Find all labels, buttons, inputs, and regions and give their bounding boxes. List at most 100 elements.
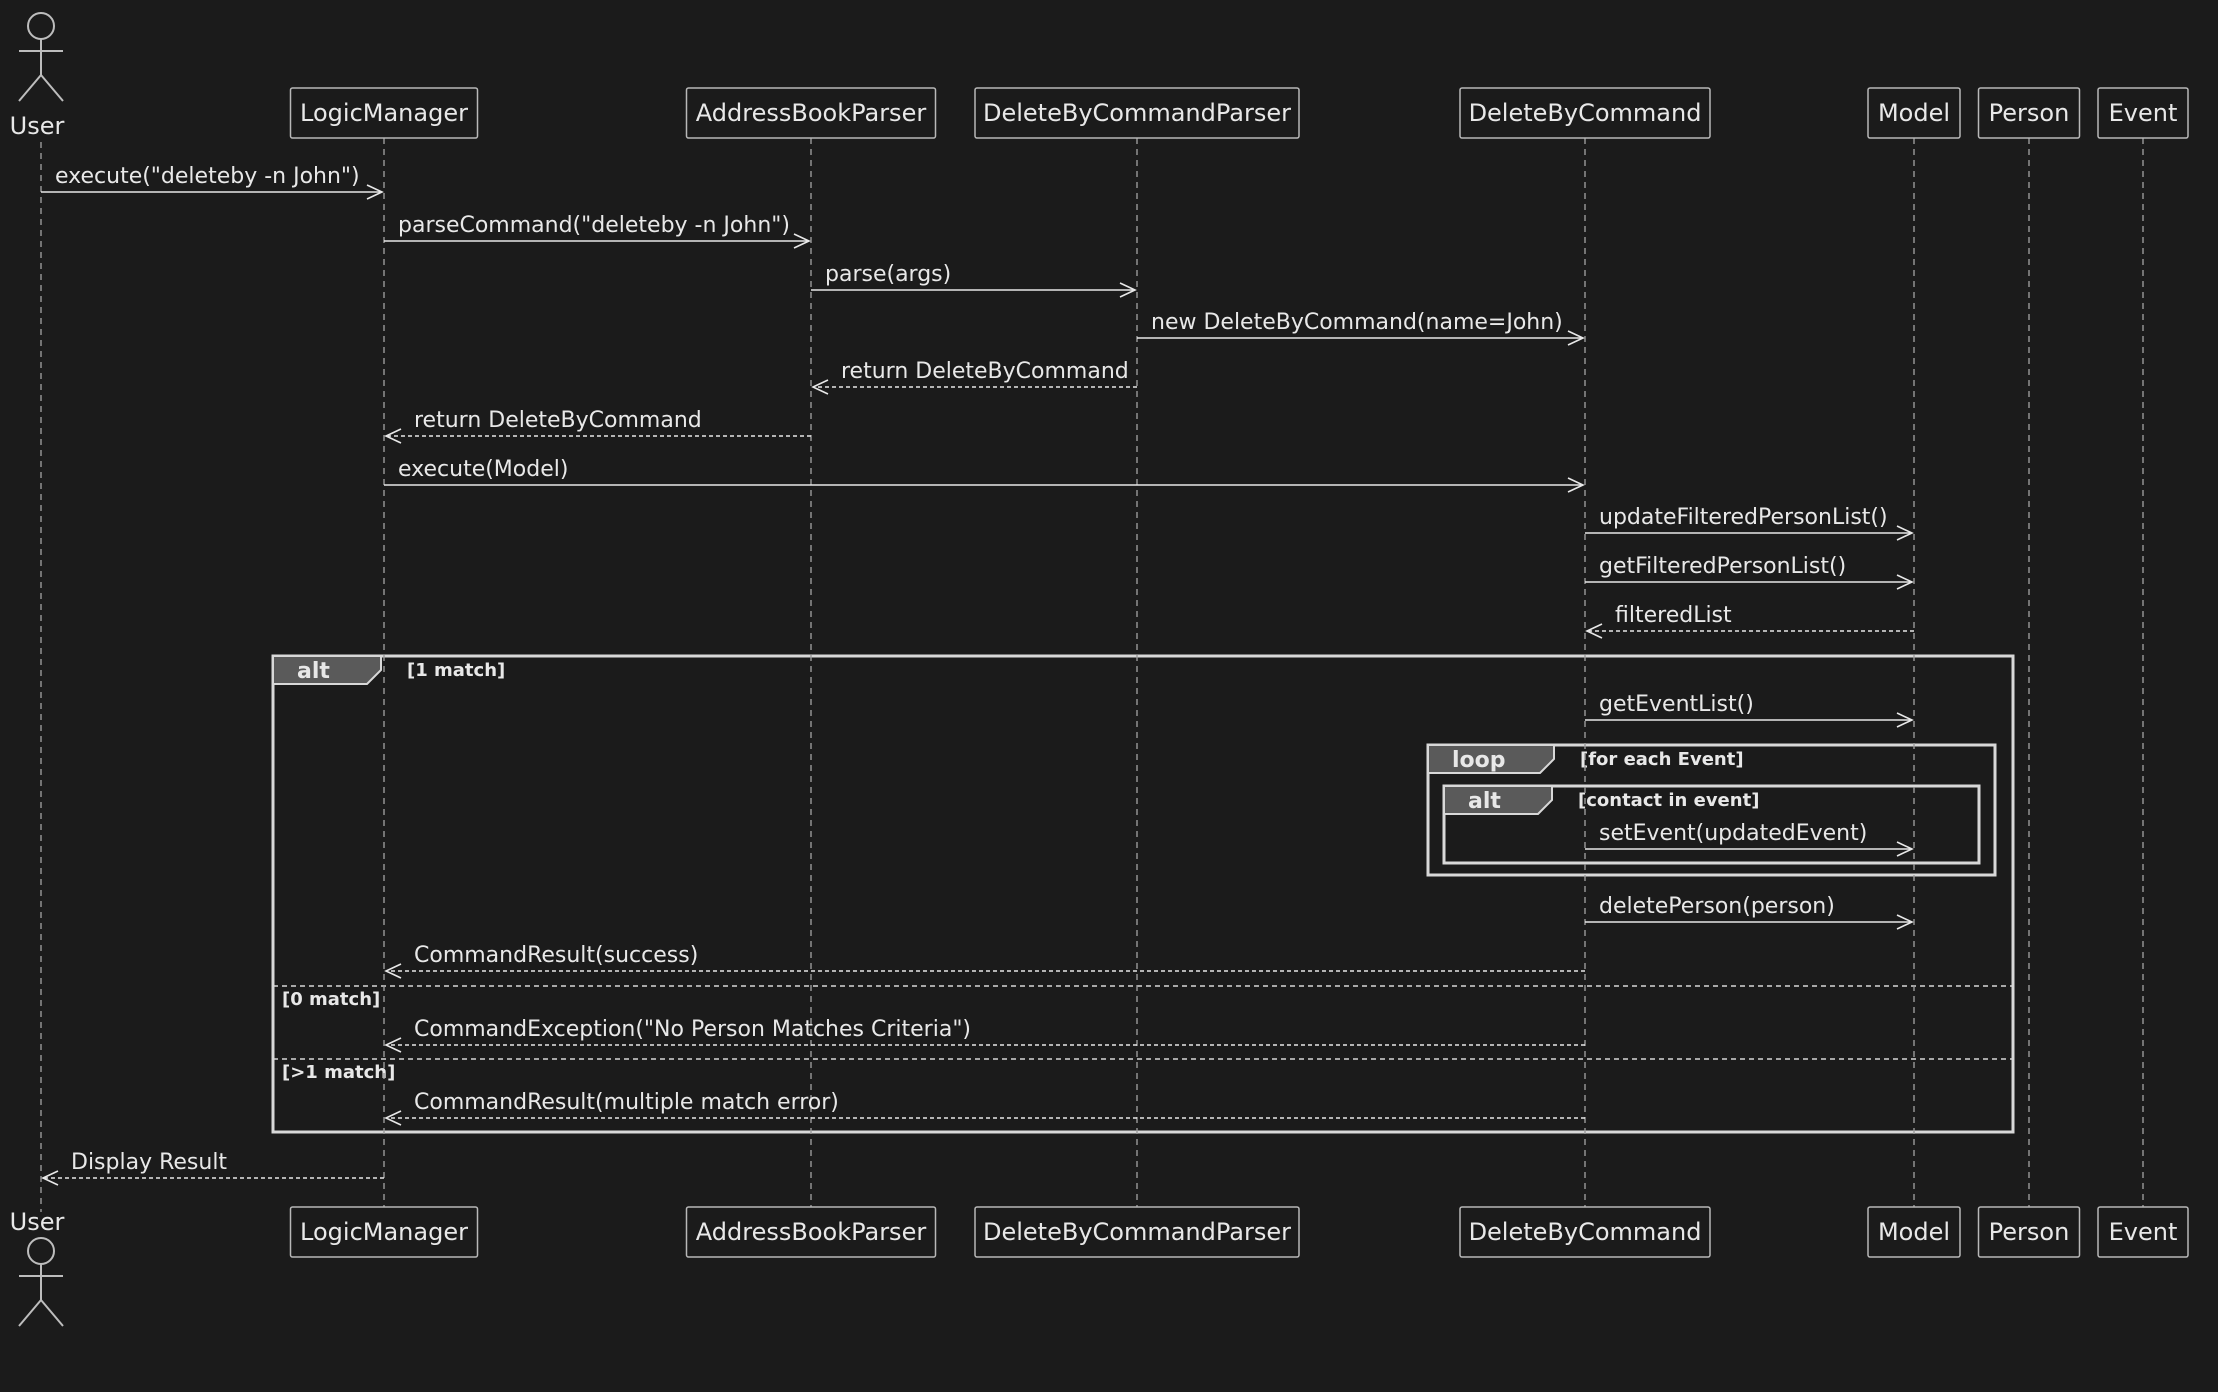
arrowhead-icon [384, 1037, 402, 1053]
participant-logic-bottom: LogicManager [289, 1206, 479, 1258]
message-call: execute(Model) [384, 457, 1585, 493]
participant-box [2097, 1206, 2189, 1258]
actor-label: User [10, 112, 65, 140]
fragment-frame [1442, 784, 1981, 865]
actor-top: User [10, 12, 65, 140]
message-label: getEventList() [1599, 692, 1754, 717]
message-call: updateFilteredPersonList() [1585, 505, 1914, 541]
fragment-alt: alt[1 match][0 match][>1 match] [271, 654, 2015, 1134]
participant-model-bottom: Model [1867, 1206, 1961, 1258]
message-call: getEventList() [1585, 692, 1914, 728]
arrowhead-icon [41, 1170, 59, 1186]
participant-event-top: Event [2097, 87, 2189, 139]
message-label: return DeleteByCommand [414, 408, 702, 433]
fragment-frame [1426, 743, 1997, 877]
participant-box [1867, 87, 1961, 139]
message-label: CommandException("No Person Matches Crit… [414, 1017, 971, 1042]
message-label: return DeleteByCommand [841, 359, 1129, 384]
message-label: parseCommand("deleteby -n John") [398, 213, 790, 238]
participant-dbcp-bottom: DeleteByCommandParser [974, 1206, 1300, 1258]
participant-label: Person [1989, 1218, 2070, 1246]
fragment-else-guard: [>1 match] [282, 1062, 395, 1083]
arrowhead-icon [384, 428, 402, 444]
message-call: getFilteredPersonList() [1585, 554, 1914, 590]
participant-box [1977, 87, 2081, 139]
participant-box [1977, 1206, 2081, 1258]
participant-box [2097, 87, 2189, 139]
fragment-loop: loop [for each Event] [1426, 743, 1997, 877]
participant-abp-top: AddressBookParser [685, 87, 937, 139]
message-label: setEvent(updatedEvent) [1599, 821, 1867, 846]
arrowhead-icon [1896, 574, 1914, 590]
arrowhead-icon [1896, 914, 1914, 930]
arrowhead-icon [1567, 477, 1585, 493]
participant-box [1459, 87, 1711, 139]
arrowhead-icon [384, 963, 402, 979]
actor-label: User [10, 1208, 65, 1236]
participant-label: Model [1878, 1218, 1950, 1246]
participant-label: DeleteByCommand [1469, 99, 1702, 127]
participant-box [1459, 1206, 1711, 1258]
participant-box [974, 1206, 1300, 1258]
message-return: CommandResult(multiple match error) [384, 1090, 1585, 1126]
participant-label: Person [1989, 99, 2070, 127]
arrowhead-icon [811, 379, 829, 395]
actor-figure-icon [18, 1237, 64, 1327]
participant-label: LogicManager [300, 1218, 468, 1246]
fragment-guard: [for each Event] [1580, 749, 1744, 770]
message-call: parseCommand("deleteby -n John") [384, 213, 811, 249]
fragment-tab [1443, 785, 1553, 815]
message-return: Display Result [41, 1150, 384, 1186]
participant-label: Event [2109, 99, 2178, 127]
arrowhead-icon [793, 233, 811, 249]
participant-label: AddressBookParser [696, 1218, 927, 1246]
actor-bottom: User [10, 1208, 65, 1327]
arrowhead-icon [384, 1110, 402, 1126]
participant-box [974, 87, 1300, 139]
participant-label: DeleteByCommandParser [983, 99, 1291, 127]
arrowhead-icon [366, 184, 384, 200]
arrowhead-icon [1896, 712, 1914, 728]
fragment-keyword: alt [297, 659, 330, 684]
participant-event-bottom: Event [2097, 1206, 2189, 1258]
arrowhead-icon [1567, 330, 1585, 346]
arrowhead-icon [1585, 623, 1603, 639]
fragment-keyword: alt [1468, 789, 1501, 814]
participant-logic-top: LogicManager [289, 87, 479, 139]
message-label: execute(Model) [398, 457, 568, 482]
participant-label: DeleteByCommand [1469, 1218, 1702, 1246]
participant-model-top: Model [1867, 87, 1961, 139]
arrowhead-icon [1896, 525, 1914, 541]
message-return: return DeleteByCommand [384, 408, 811, 444]
message-label: CommandResult(success) [414, 943, 698, 968]
arrowhead-icon [1119, 282, 1137, 298]
participant-label: AddressBookParser [696, 99, 927, 127]
message-call: execute("deleteby -n John") [41, 164, 384, 200]
fragment-alt: alt[contact in event] [1442, 784, 1981, 865]
participant-box [1867, 1206, 1961, 1258]
participant-label: DeleteByCommandParser [983, 1218, 1291, 1246]
message-return: return DeleteByCommand [811, 359, 1137, 395]
participant-label: Event [2109, 1218, 2178, 1246]
message-label: updateFilteredPersonList() [1599, 505, 1888, 530]
participant-label: LogicManager [300, 99, 468, 127]
fragment-tab [272, 655, 382, 685]
message-label: execute("deleteby -n John") [55, 164, 360, 189]
message-call: setEvent(updatedEvent) [1585, 821, 1914, 857]
fragment-frame [271, 654, 2015, 1134]
participant-dbc-top: DeleteByCommand [1459, 87, 1711, 139]
participant-dbcp-top: DeleteByCommandParser [974, 87, 1300, 139]
participant-box [289, 87, 479, 139]
participant-person-top: Person [1977, 87, 2081, 139]
message-label: filteredList [1615, 603, 1732, 628]
fragment-keyword: loop [1452, 748, 1506, 773]
message-return: CommandException("No Person Matches Crit… [384, 1017, 1585, 1053]
participant-dbc-bottom: DeleteByCommand [1459, 1206, 1711, 1258]
participant-box [289, 1206, 479, 1258]
fragment-tab [1427, 744, 1555, 774]
message-label: deletePerson(person) [1599, 894, 1835, 919]
participant-abp-bottom: AddressBookParser [685, 1206, 937, 1258]
actor-figure-icon [18, 12, 64, 102]
message-call: new DeleteByCommand(name=John) [1137, 310, 1585, 346]
message-label: CommandResult(multiple match error) [414, 1090, 839, 1115]
